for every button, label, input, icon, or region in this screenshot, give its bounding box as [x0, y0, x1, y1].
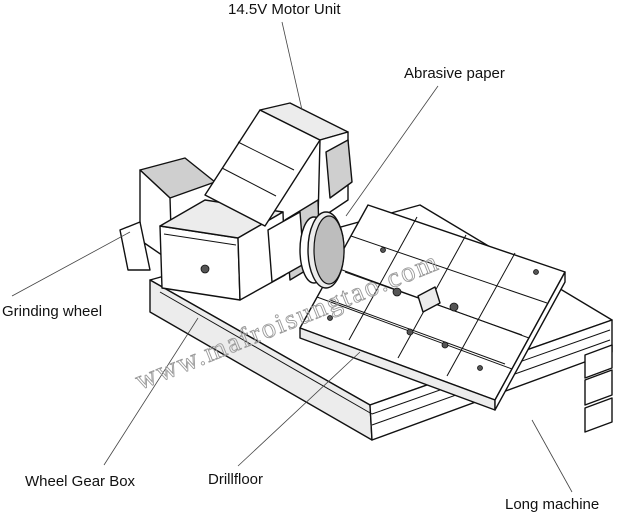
motor-unit [204, 102, 353, 283]
drillfloor-table [299, 204, 566, 411]
wheel-gear-box-label: Wheel Gear Box [25, 473, 136, 490]
leader-lines [11, 21, 573, 493]
grinding-wheel [299, 211, 345, 289]
abrasive-paper [313, 215, 345, 285]
drillfloor-grid [316, 216, 548, 377]
long-machine-label: Long machine [505, 496, 600, 513]
motor-unit-label: 14.5V Motor Unit [228, 1, 341, 18]
drillfloor-label: Drillfloor [208, 471, 264, 488]
abrasive-paper-label: Abrasive paper [404, 65, 505, 82]
grinding-wheel-label: Grinding wheel [2, 303, 103, 320]
